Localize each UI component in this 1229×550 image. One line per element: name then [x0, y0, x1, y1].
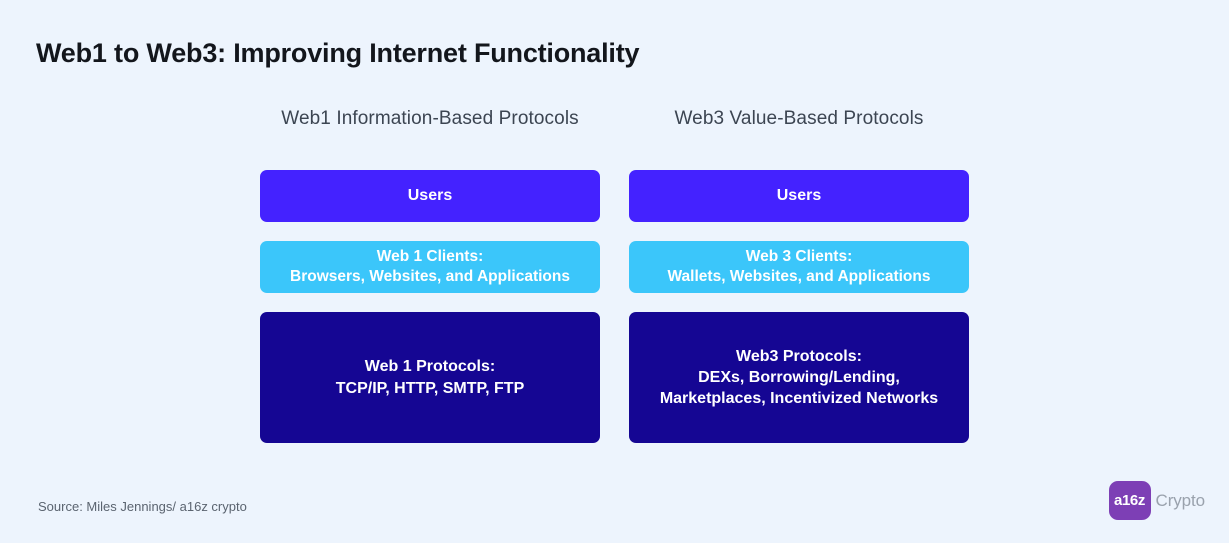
column-web1: Web1 Information-Based Protocols Users W…: [260, 108, 600, 443]
layer-text: Web 1 Protocols: TCP/IP, HTTP, SMTP, FTP: [336, 356, 524, 398]
diagram-columns: Web1 Information-Based Protocols Users W…: [260, 108, 969, 443]
layer-web3-protocols: Web3 Protocols: DEXs, Borrowing/Lending,…: [629, 312, 969, 443]
a16z-logo-text: a16z: [1114, 492, 1145, 509]
layer-line: Wallets, Websites, and Applications: [667, 268, 931, 285]
layer-web1-protocols: Web 1 Protocols: TCP/IP, HTTP, SMTP, FTP: [260, 312, 600, 443]
column-header-web1: Web1 Information-Based Protocols: [281, 108, 579, 129]
layer-line: Users: [407, 187, 453, 205]
a16z-logo-icon: a16z: [1108, 481, 1151, 520]
layer-line: DEXs, Borrowing/Lending,: [698, 368, 900, 386]
layer-text: Web 3 Clients: Wallets, Websites, and Ap…: [668, 247, 931, 288]
bottom-edge-strip: [0, 543, 1229, 550]
column-web3: Web3 Value-Based Protocols Users Web 3 C…: [629, 108, 969, 443]
column-header-web3: Web3 Value-Based Protocols: [674, 108, 924, 129]
a16z-crypto-logo: a16z Crypto: [1108, 481, 1206, 520]
page-title: Web1 to Web3: Improving Internet Functio…: [36, 38, 640, 68]
layer-web3-clients: Web 3 Clients: Wallets, Websites, and Ap…: [629, 241, 969, 293]
layer-line: Web3 Protocols:: [736, 347, 862, 365]
layer-line: Web 1 Clients:: [376, 247, 484, 265]
layer-web1-clients: Web 1 Clients: Browsers, Websites, and A…: [260, 241, 600, 293]
layer-line: Web 3 Clients:: [745, 247, 853, 265]
layer-text: Users: [777, 185, 821, 206]
layer-line: Marketplaces, Incentivized Networks: [659, 390, 939, 408]
layer-line: TCP/IP, HTTP, SMTP, FTP: [335, 379, 525, 397]
layer-web1-users: Users: [260, 170, 600, 222]
source-caption: Source: Miles Jennings/ a16z crypto: [38, 499, 247, 514]
layer-web3-users: Users: [629, 170, 969, 222]
layer-text: Web3 Protocols: DEXs, Borrowing/Lending,…: [660, 346, 938, 409]
layer-text: Web 1 Clients: Browsers, Websites, and A…: [290, 247, 570, 288]
layer-line: Browsers, Websites, and Applications: [290, 268, 570, 285]
layer-line: Web 1 Protocols:: [364, 358, 496, 376]
logo-wordmark: Crypto: [1155, 490, 1206, 510]
layer-line: Users: [776, 187, 822, 205]
layer-text: Users: [408, 185, 452, 206]
